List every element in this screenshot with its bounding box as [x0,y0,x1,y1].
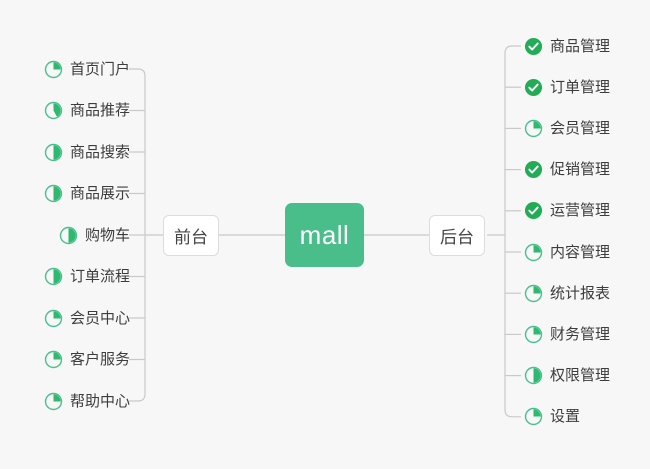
pie-icon [59,226,78,244]
leaf-node-right-2[interactable]: 会员管理 [524,117,610,139]
leaf-node-left-0[interactable]: 首页门户 [44,58,130,80]
leaf-label: 促销管理 [550,161,611,179]
leaf-node-left-8[interactable]: 帮助中心 [44,390,130,412]
leaf-label: 统计报表 [550,284,611,302]
leaf-label: 内容管理 [550,243,611,261]
leaf-node-left-3[interactable]: 商品展示 [44,183,130,205]
pie-icon [524,366,543,385]
leaf-label: 帮助中心 [69,392,130,410]
pie-icon [44,143,63,161]
branch-node-label-frontend: 前台 [174,228,208,247]
pie-icon [44,309,63,327]
check-circle-icon [524,37,543,55]
leaf-label: 购物车 [84,226,130,244]
branch-node-label-backend: 后台 [440,228,474,247]
branch-node-frontend[interactable]: 前台 [163,215,219,256]
leaf-node-left-1[interactable]: 商品推荐 [44,100,130,122]
pie-icon [524,325,543,344]
leaf-node-right-1[interactable]: 订单管理 [524,76,610,98]
leaf-label: 设置 [550,408,581,426]
check-circle-icon [524,202,543,220]
pie-icon [44,267,63,286]
leaf-label: 商品展示 [69,185,130,202]
branch-node-backend[interactable]: 后台 [429,215,485,256]
leaf-node-left-2[interactable]: 商品搜索 [44,141,130,163]
pie-icon [44,60,63,78]
leaf-node-left-7[interactable]: 客户服务 [44,349,130,371]
leaf-node-left-6[interactable]: 会员中心 [44,307,130,329]
leaf-label: 运营管理 [550,202,611,220]
pie-icon [44,350,63,369]
leaf-label: 订单流程 [69,268,130,285]
leaf-label: 商品搜索 [69,143,130,161]
leaf-label: 订单管理 [550,78,611,96]
leaf-spine-right [504,45,521,418]
leaf-label: 客户服务 [69,351,130,368]
leaf-node-left-4[interactable]: 购物车 [59,224,130,246]
leaf-node-left-5[interactable]: 订单流程 [44,266,130,288]
leaf-node-right-6[interactable]: 统计报表 [524,282,610,304]
leaf-label: 商品管理 [550,37,611,55]
leaf-label: 财务管理 [550,325,611,343]
pie-icon [524,284,543,302]
check-circle-icon [524,78,543,96]
leaf-node-right-7[interactable]: 财务管理 [524,323,610,345]
leaf-label: 会员中心 [69,309,130,327]
pie-icon [524,408,543,426]
pie-icon [44,392,63,410]
leaf-node-right-9[interactable]: 设置 [524,406,580,428]
leaf-node-right-4[interactable]: 运营管理 [524,200,610,222]
pie-icon [524,243,543,261]
pie-icon [44,101,63,120]
leaf-label: 权限管理 [550,367,611,385]
check-circle-icon [524,161,543,179]
right-connector-group [504,45,521,418]
left-connector-group [129,68,146,402]
leaf-label: 商品推荐 [69,102,130,119]
center-node-mall[interactable]: mall [285,203,364,267]
leaf-label: 会员管理 [550,119,611,137]
leaf-node-right-3[interactable]: 促销管理 [524,159,610,181]
leaf-label: 首页门户 [69,60,130,78]
leaf-node-right-0[interactable]: 商品管理 [524,35,610,57]
leaf-node-right-8[interactable]: 权限管理 [524,365,610,387]
leaf-node-right-5[interactable]: 内容管理 [524,241,610,263]
pie-icon [524,119,543,138]
center-node-label: mall [299,219,350,250]
pie-icon [44,184,63,203]
